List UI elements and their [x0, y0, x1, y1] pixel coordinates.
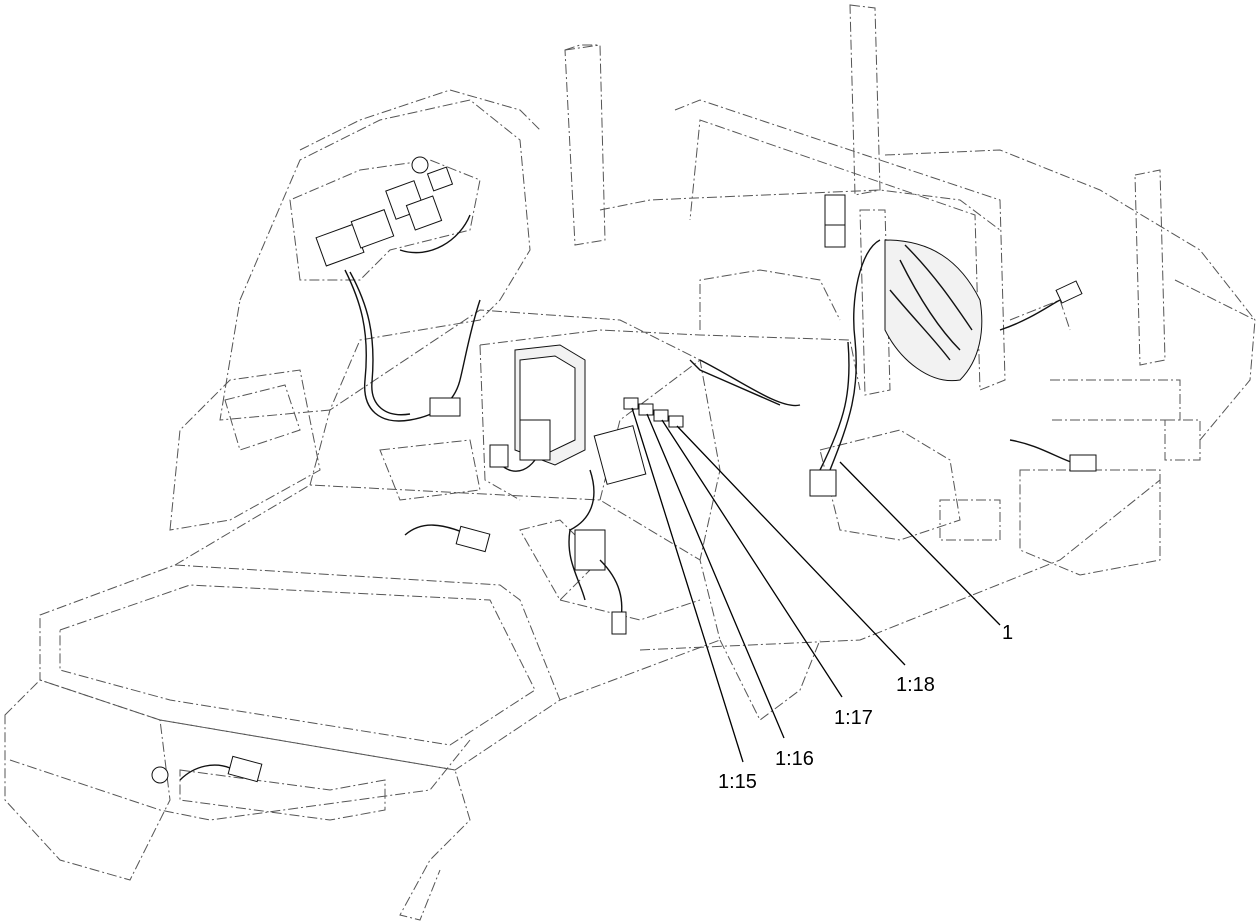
- callout-1-15: 1:15: [718, 771, 757, 793]
- callout-1-17: 1:17: [834, 707, 873, 729]
- chassis-frame: [4, 4, 1256, 921]
- leader-line-1: [839, 461, 1001, 626]
- callout-1-16: 1:16: [775, 748, 814, 770]
- fuse-block: [623, 397, 684, 428]
- leader-line-1-15: [631, 407, 744, 763]
- leader-lines: [631, 407, 1001, 763]
- callout-1: 1: [1002, 622, 1013, 644]
- callout-1-18: 1:18: [896, 674, 935, 696]
- leader-line-1-16: [646, 413, 785, 739]
- wire-harness: [151, 156, 1097, 784]
- leader-line-1-18: [676, 425, 906, 666]
- callouts: 1 1:18 1:17 1:16 1:15: [718, 622, 1013, 793]
- leader-line-1-17: [661, 419, 843, 698]
